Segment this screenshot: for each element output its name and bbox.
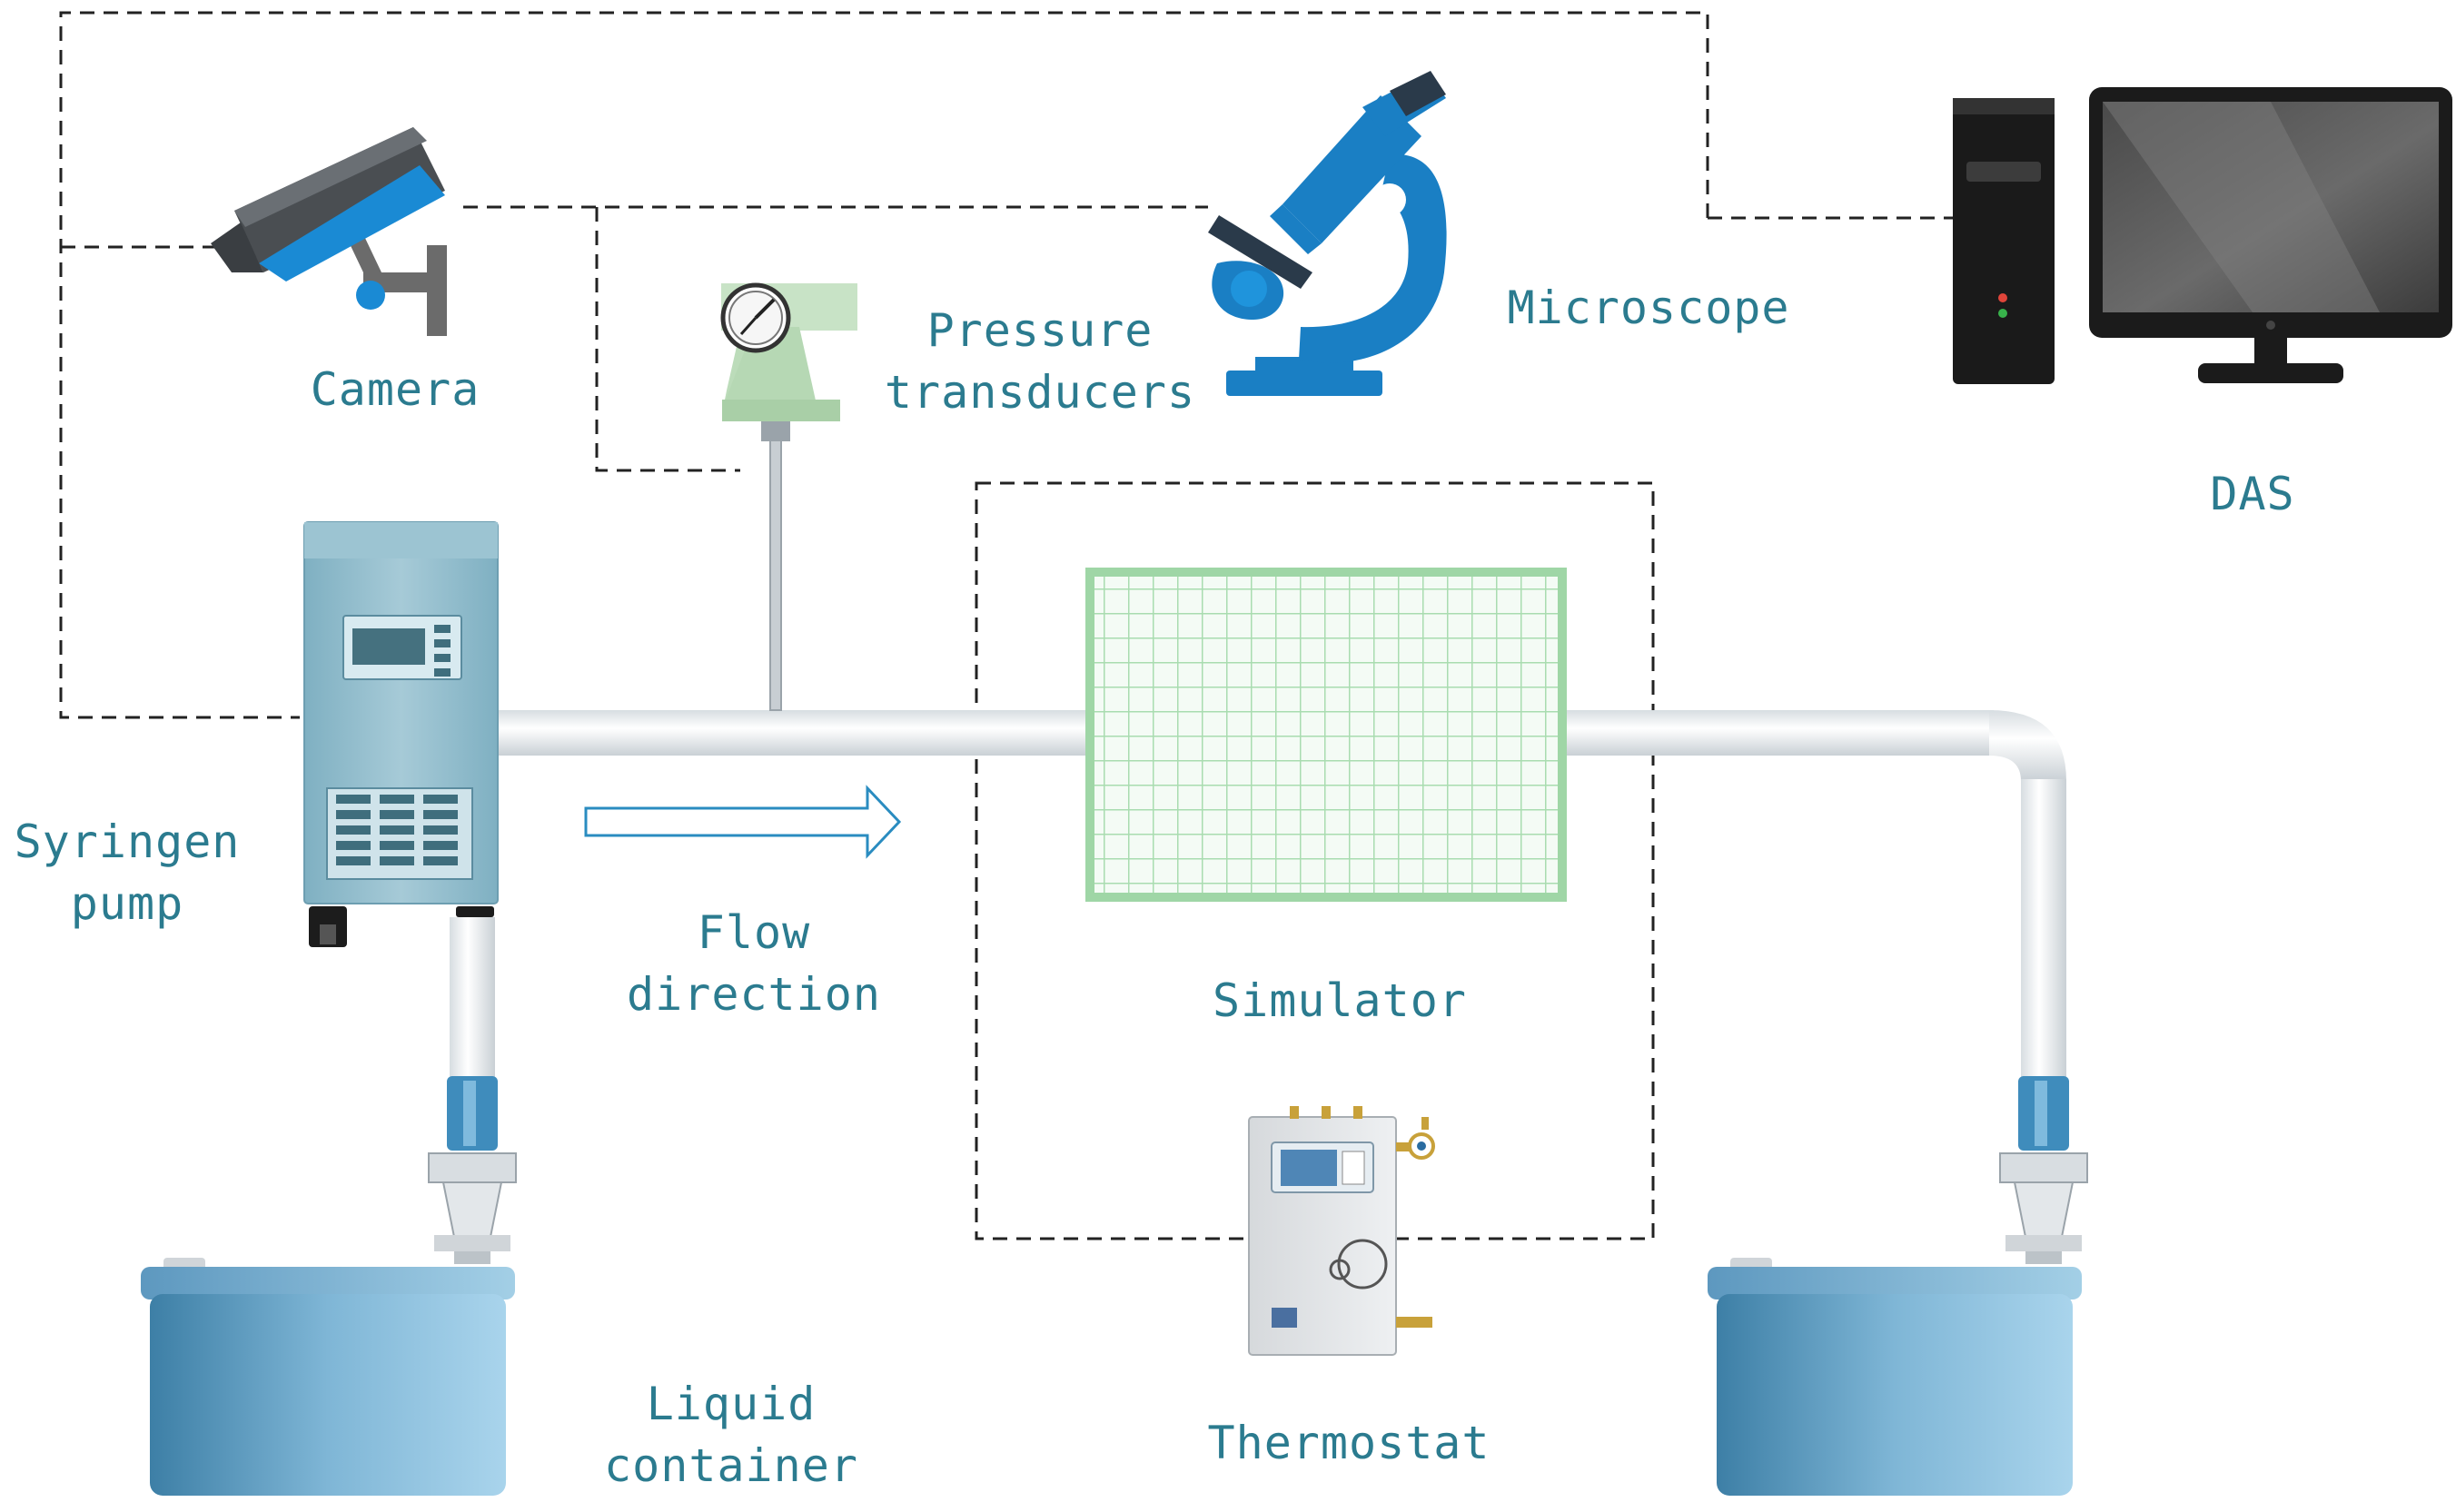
liquid-label-line1: Liquid [646,1378,817,1430]
thermostat-label: Thermostat [1207,1417,1490,1469]
simulator-grid-icon [1085,568,1567,902]
syringe-pump-icon [303,521,499,947]
microscope-icon [1208,71,1447,396]
flow-label-line1: Flow [697,906,811,959]
flow-label-line2: direction [627,968,881,1021]
pump-vent [336,795,458,865]
flow-arrow-icon [584,785,902,859]
left-pipe-down [450,917,495,1081]
liquid-container-icon [1708,1258,2082,1496]
pressure-gauge-icon [720,282,857,441]
pressure-label-line1: Pressure [926,304,1154,357]
computer-tower [1953,98,2055,384]
das-label: DAS [2210,468,2295,520]
pressure-rod [769,426,782,711]
syringe-label-line1: Syringen [14,815,241,868]
camera-icon [211,127,447,336]
pipes [450,426,2066,1081]
syringe-label-line2: pump [70,877,184,930]
das-connection-line [59,11,1709,719]
pipe-elbow [1989,710,2066,781]
pressure-transducers-label: Pressure transducers [872,300,1208,423]
thermostat-icon [1248,1106,1435,1356]
pressure-connection-line [595,207,740,472]
microscope-label: Microscope [1507,282,1790,334]
right-container-connector [1999,1076,2088,1264]
left-container-connector [428,1076,517,1264]
pressure-label-line2: transducers [884,366,1196,419]
thermostat-enclosure-box [975,481,1655,1240]
liquid-container-label: Liquid container [581,1373,881,1497]
simulator-label: Simulator [1213,974,1467,1027]
camera-label: Camera [310,363,480,416]
flow-direction-label: Flow direction [604,902,904,1025]
computer-icon [1953,87,2452,384]
main-pipe-right [1558,710,1994,756]
main-pipe-left [490,710,1097,756]
connection-lines [59,11,1966,1240]
liquid-label-line2: container [604,1439,858,1492]
syringe-pump-label: Syringen pump [5,811,250,934]
liquid-container-icon [141,1258,515,1496]
right-pipe-down [2021,779,2066,1079]
